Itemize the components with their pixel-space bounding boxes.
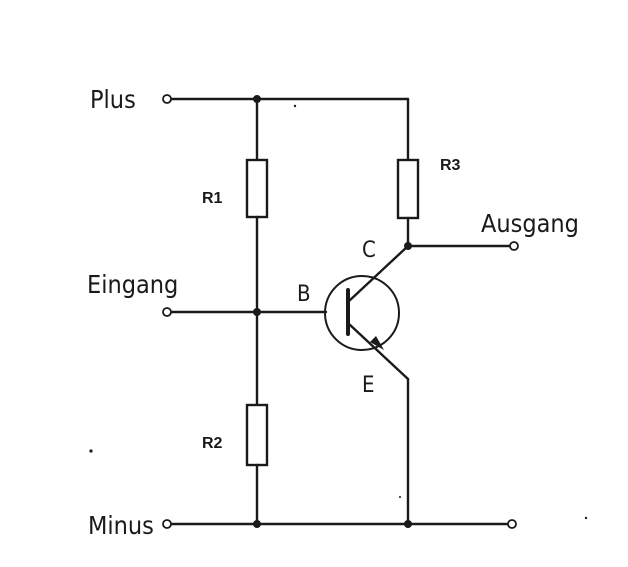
plus-rail: Plus	[90, 85, 410, 114]
r3-label: R3	[440, 157, 461, 174]
minus-right-terminal	[507, 519, 517, 529]
r1-label: R1	[202, 190, 223, 207]
emitter-arrow	[370, 336, 384, 350]
minus-terminal	[162, 519, 172, 529]
npn-transistor: B C E	[297, 238, 410, 526]
collector-label: C	[362, 238, 376, 263]
resistor-r3	[396, 158, 420, 220]
junction-dot	[253, 95, 261, 103]
output-terminal	[509, 241, 519, 251]
minus-label: Minus	[88, 511, 154, 540]
input-terminal	[162, 307, 172, 317]
plus-label: Plus	[90, 85, 136, 114]
collector-lead	[347, 244, 410, 303]
ausgang-label: Ausgang	[481, 209, 579, 238]
resistor-r2	[245, 403, 269, 467]
minus-rail: Minus	[88, 511, 517, 540]
emitter-lead	[347, 322, 410, 381]
transistor-body	[324, 275, 400, 351]
junction-dot	[253, 308, 261, 316]
plus-terminal	[162, 94, 172, 104]
junctions	[253, 95, 412, 528]
base-label: B	[297, 282, 311, 307]
junction-dot	[404, 520, 412, 528]
emitter-label: E	[362, 373, 375, 398]
r3-branch: R3	[396, 97, 461, 248]
r2-label: R2	[202, 435, 223, 452]
output-line: Ausgang	[406, 209, 579, 251]
r1-branch: R1	[202, 97, 269, 312]
r2-branch: R2	[202, 310, 269, 526]
resistor-r1	[245, 158, 269, 219]
eingang-label: Eingang	[87, 270, 178, 299]
junction-dot	[404, 242, 412, 250]
junction-dot	[253, 520, 261, 528]
input-line: Eingang	[87, 270, 328, 317]
scan-specks	[89, 104, 588, 520]
